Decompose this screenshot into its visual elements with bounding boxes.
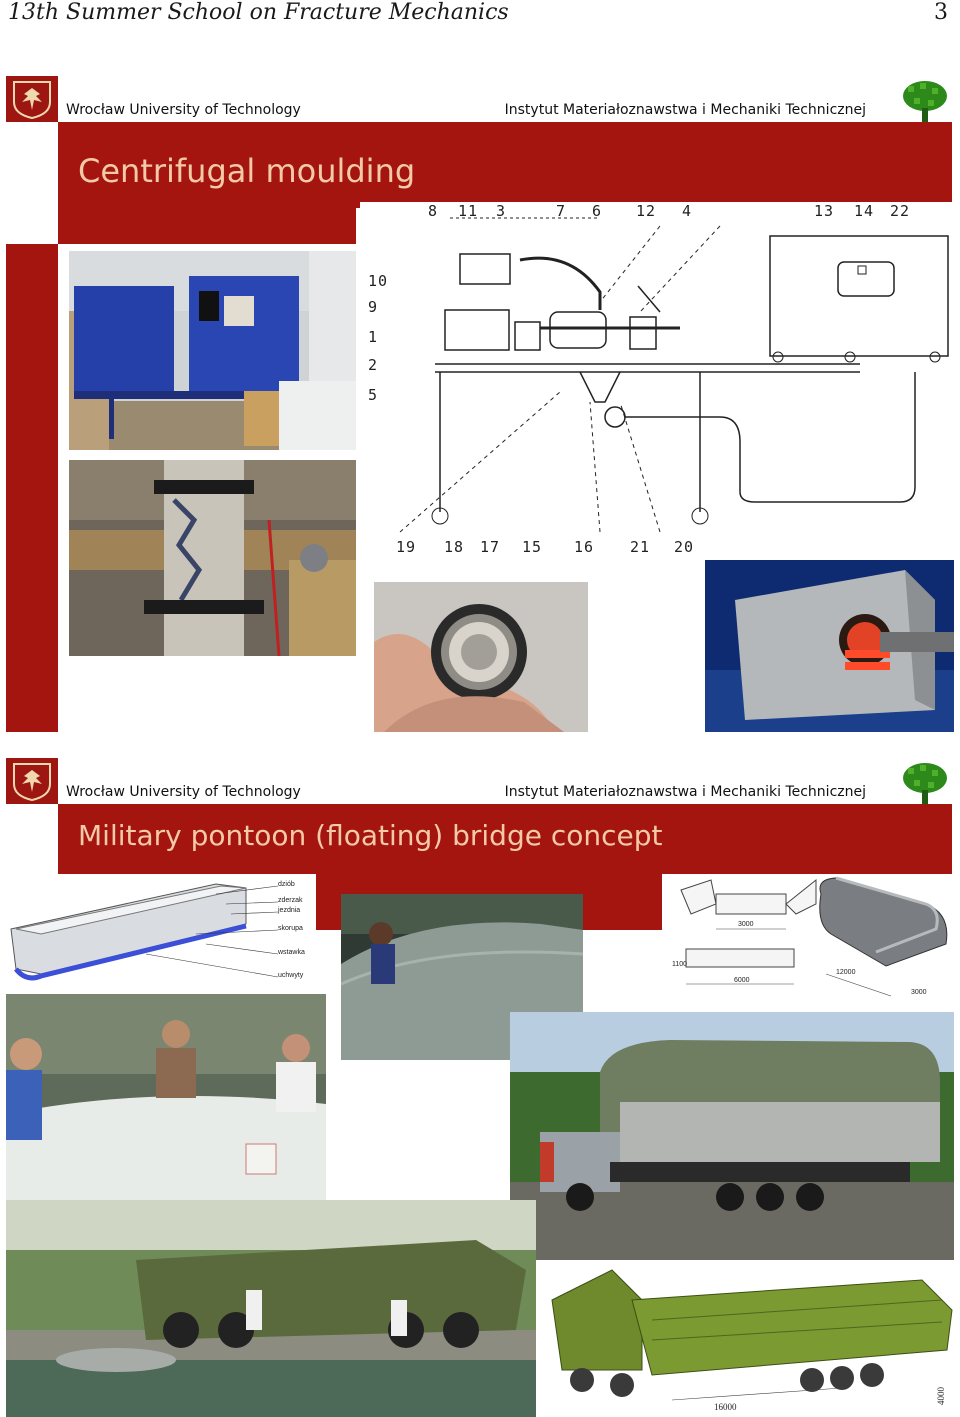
university-logo (6, 76, 58, 122)
drawing-bottom-label-17: 17 (480, 538, 500, 556)
section-label-bow: dziób (278, 881, 295, 888)
university-name: Wrocław University of Technology (66, 784, 301, 800)
section-label-roadway: jezdnia (277, 907, 300, 914)
slide-title: Centrifugal moulding (78, 152, 416, 190)
drawing-bottom-label-20: 20 (674, 538, 694, 556)
drawing-left-label-10: 10 (368, 272, 388, 290)
drawing-top-label-3: 3 (496, 202, 506, 220)
drawing-top-label-11: 11 (458, 202, 478, 220)
drawing-top-label-13: 13 (814, 202, 834, 220)
drawing-bottom-label-15: 15 (522, 538, 542, 556)
dimension-height: 1100 (672, 961, 687, 968)
section-label-shell: skorupa (278, 925, 303, 932)
moulded-ring-photo (374, 582, 588, 732)
truck-length: 16000 (714, 1402, 737, 1412)
drawing-bottom-label-16: 16 (574, 538, 594, 556)
section-label-handles: uchwyty (278, 972, 304, 979)
pontoon-on-truck-photo (510, 1012, 954, 1260)
pontoon-dimension-drawing: 3000 6000 1100 12000 3000 (666, 874, 954, 1006)
drawing-bottom-label-18: 18 (444, 538, 464, 556)
drawing-bottom-label-19: 19 (396, 538, 416, 556)
section-label-insert: wstawka (277, 949, 305, 956)
page-number: 3 (934, 0, 948, 25)
dimension-3d-width: 3000 (911, 989, 927, 996)
truck-height: 4000 (936, 1387, 946, 1406)
section-label-bumper: zderzak (278, 897, 303, 904)
pontoon-section-drawing: dziób zderzak jezdnia skorupa wstawka uc… (6, 874, 316, 994)
drawing-top-label-22: 22 (890, 202, 910, 220)
institute-name: Instytut Materiałoznawstwa i Mechaniki T… (504, 784, 866, 800)
drawing-left-label-5: 5 (368, 386, 378, 404)
drawing-top-label-7: 7 (556, 202, 566, 220)
drawing-top-label-4: 4 (682, 202, 692, 220)
dimension-width: 3000 (738, 921, 754, 928)
truck-cad-render: 16000 4000 (542, 1260, 954, 1417)
side-band (6, 244, 58, 732)
title-band (58, 122, 952, 208)
induction-heater-photo (705, 560, 954, 732)
slide-pontoon-bridge: Wrocław University of Technology Instytu… (6, 758, 954, 1417)
drawing-top-label-12: 12 (636, 202, 656, 220)
university-name: Wrocław University of Technology (66, 102, 301, 118)
tube-test-photo (69, 460, 356, 656)
drawing-left-label-9: 9 (368, 298, 378, 316)
workers-laminating-photo (6, 994, 326, 1200)
drawing-left-label-2: 2 (368, 356, 378, 374)
drawing-top-label-6: 6 (592, 202, 602, 220)
slide-title: Military pontoon (floating) bridge conce… (78, 819, 663, 852)
slide-centrifugal-moulding: Wrocław University of Technology Instytu… (6, 76, 954, 732)
institute-name: Instytut Materiałoznawstwa i Mechaniki T… (504, 102, 866, 118)
title-band-lower (58, 208, 356, 244)
machine-photo (69, 251, 356, 450)
armoured-vehicle-bridge-photo (6, 1200, 536, 1417)
drawing-bottom-label-21: 21 (630, 538, 650, 556)
drawing-top-label-14: 14 (854, 202, 874, 220)
institute-tree-icon (900, 78, 950, 128)
institute-tree-icon (900, 760, 950, 810)
drawing-top-label-8: 8 (428, 202, 438, 220)
drawing-left-label-1: 1 (368, 328, 378, 346)
title-band (58, 804, 952, 874)
university-logo (6, 758, 58, 804)
dimension-length: 6000 (734, 977, 750, 984)
document-header-title: 13th Summer School on Fracture Mechanics (8, 0, 509, 25)
dimension-3d-length: 12000 (836, 969, 856, 976)
